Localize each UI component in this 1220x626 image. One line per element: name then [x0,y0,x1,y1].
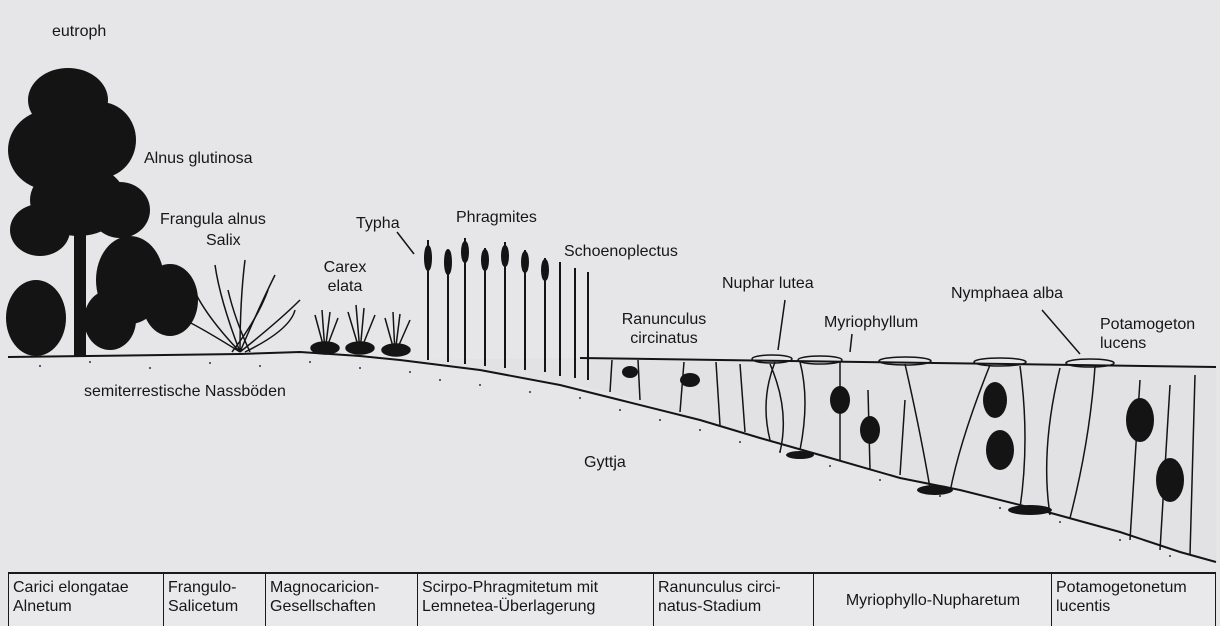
potamogeton-label-line2: lucens [1100,335,1146,352]
carex-tussock-drawing [311,305,410,356]
table-cell-2-line2: Salicetum [168,597,262,616]
semiterrestrial-soils-label: semiterrestische Nassböden [84,382,286,401]
table-cell-4: Scirpo-Phragmitetum mit Lemnetea-Überlag… [418,574,654,626]
table-cell-6: Myriophyllo-Nupharetum [814,574,1052,626]
table-cell-7: Potamogetonetum lucentis [1052,574,1216,626]
table-cell-1-line1: Carici elongatae [13,578,160,597]
table-cell-7-line2: lucentis [1056,597,1212,616]
plant-community-table: Carici elongatae Alnetum Frangulo- Salic… [8,572,1216,626]
table-cell-2-line1: Frangulo- [168,578,262,597]
typha-label: Typha [356,214,400,233]
table-cell-3-line1: Magnocaricion- [270,578,414,597]
table-cell-5-line1: Ranunculus circi- [658,578,810,597]
gyttja-label: Gyttja [584,453,626,472]
table-cell-5: Ranunculus circi- natus-Stadium [654,574,814,626]
carex-label-line1: Carex [324,259,367,276]
table-cell-4-line1: Scirpo-Phragmitetum mit [422,578,650,597]
nymphaea-alba-label: Nymphaea alba [951,284,1063,303]
salix-shrub-drawing [185,260,300,352]
myriophyllum-label: Myriophyllum [824,313,918,332]
table-cell-7-line1: Potamogetonetum [1056,578,1212,597]
salix-label: Salix [206,231,241,250]
alnus-glutinosa-label: Alnus glutinosa [144,149,253,168]
schoenoplectus-label: Schoenoplectus [564,242,678,261]
table-cell-4-line2: Lemnetea-Überlagerung [422,597,650,616]
carex-label-line2: elata [328,278,363,295]
ranunculus-circinatus-label: Ranunculus circinatus [606,310,722,348]
table-cell-1-line2: Alnetum [13,597,160,616]
nuphar-lutea-label: Nuphar lutea [722,274,814,293]
table-cell-1: Carici elongatae Alnetum [8,574,164,626]
table-cell-5-line2: natus-Stadium [658,597,810,616]
potamogeton-label-line1: Potamogeton [1100,316,1195,333]
frangula-alnus-label: Frangula alnus [160,210,266,229]
table-cell-3: Magnocaricion- Gesellschaften [266,574,418,626]
eutroph-label: eutroph [52,22,106,41]
table-cell-6-line1: Myriophyllo-Nupharetum [846,591,1020,610]
ranunculus-label-line2: circinatus [630,330,698,347]
table-cell-3-line2: Gesellschaften [270,597,414,616]
phragmites-label: Phragmites [456,208,537,227]
ranunculus-label-line1: Ranunculus [622,311,707,328]
table-cell-2: Frangulo- Salicetum [164,574,266,626]
potamogeton-lucens-label: Potamogeton lucens [1100,315,1195,353]
carex-elata-label: Carex elata [310,258,380,296]
